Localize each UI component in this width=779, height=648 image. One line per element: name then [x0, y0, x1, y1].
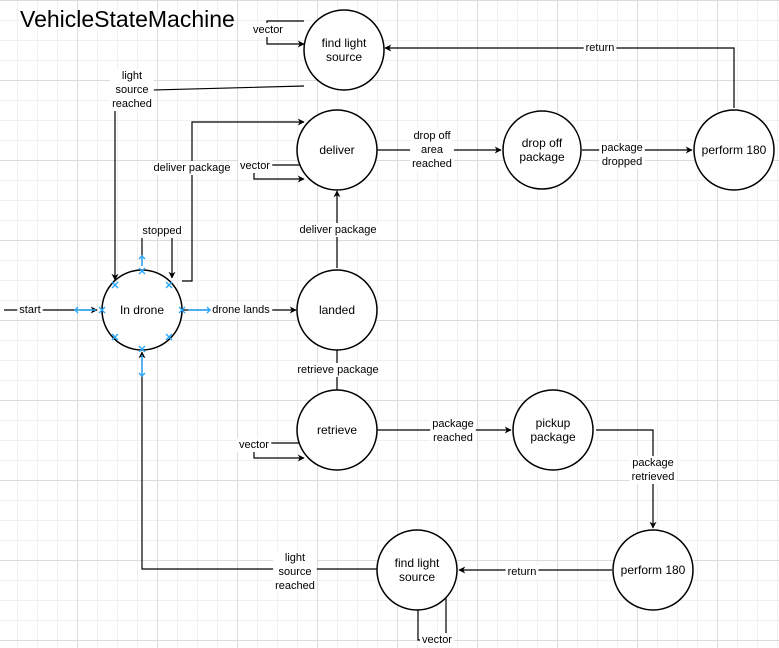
selection-handle-e[interactable] — [178, 306, 186, 314]
edge-label-text: vector — [422, 634, 452, 646]
edge-label-retrieve-loop: vector — [237, 438, 272, 452]
selection-handle-se[interactable] — [165, 333, 173, 341]
state-perform-180-bottom[interactable]: perform 180 — [612, 529, 694, 611]
edge-label-deliver-loop: vector — [238, 159, 273, 173]
edge-label-text: vector — [253, 24, 283, 36]
state-label: perform 180 — [702, 143, 767, 157]
edge-pickup-perform[interactable] — [596, 429, 657, 529]
edge-find-top-indrone[interactable] — [111, 85, 305, 281]
edge-label-landed-retrieve: retrieve package — [295, 363, 381, 377]
connection-handle-right[interactable] — [188, 306, 211, 314]
edge-label-perform-find-top: return — [583, 41, 617, 55]
diagram-title: VehicleStateMachine — [20, 6, 235, 32]
selection-handle-w[interactable] — [98, 306, 106, 314]
edge-label-text: return — [586, 42, 615, 54]
edge-perform-find-top[interactable] — [384, 44, 735, 108]
edge-label-text: deliver package — [153, 162, 230, 174]
selection-handle-nw[interactable] — [111, 281, 119, 289]
connection-handle-top[interactable] — [138, 255, 146, 266]
edge-in-drone-deliver[interactable] — [182, 118, 305, 282]
selection-handle-ne[interactable] — [165, 281, 173, 289]
state-label: retrieve — [317, 423, 357, 437]
edge-label-text: stopped — [142, 225, 181, 237]
state-label: deliver — [319, 143, 354, 157]
selection-handle-sw[interactable] — [111, 333, 119, 341]
edge-label-find-top-loop: vector — [251, 23, 286, 37]
edge-label-text: drone lands — [212, 304, 270, 316]
edge-label-find-bottom-loop: vector — [420, 633, 455, 647]
edge-label-text: retrieve package — [297, 364, 378, 376]
edge-label-drone-lands: drone lands — [210, 303, 273, 317]
edge-label-text: deliver package — [299, 224, 376, 236]
edge-label-landed-deliver: deliver package — [297, 223, 379, 237]
state-perform-180-top[interactable]: perform 180 — [693, 109, 775, 191]
edge-label-stopped: stopped — [140, 224, 184, 238]
selection-handle-s[interactable] — [138, 345, 146, 353]
edge-label-start: start — [17, 303, 43, 317]
state-deliver[interactable]: deliver — [296, 109, 378, 191]
edge-label-text: vector — [239, 439, 269, 451]
state-label: In drone — [120, 303, 164, 317]
edge-label-in-drone-deliver: deliver package — [151, 161, 233, 175]
connection-handle-bottom[interactable] — [138, 355, 146, 377]
state-landed[interactable]: landed — [296, 269, 378, 351]
edge-label-text: return — [508, 566, 537, 578]
connection-handle-left[interactable] — [74, 306, 96, 314]
edge-label-text: start — [19, 304, 40, 316]
state-label: landed — [319, 303, 355, 317]
state-label: perform 180 — [621, 563, 686, 577]
edge-label-text: vector — [240, 160, 270, 172]
selection-handle-n[interactable] — [138, 267, 146, 275]
edge-label-perform-find-bottom: return — [505, 565, 539, 579]
state-retrieve[interactable]: retrieve — [296, 389, 378, 471]
